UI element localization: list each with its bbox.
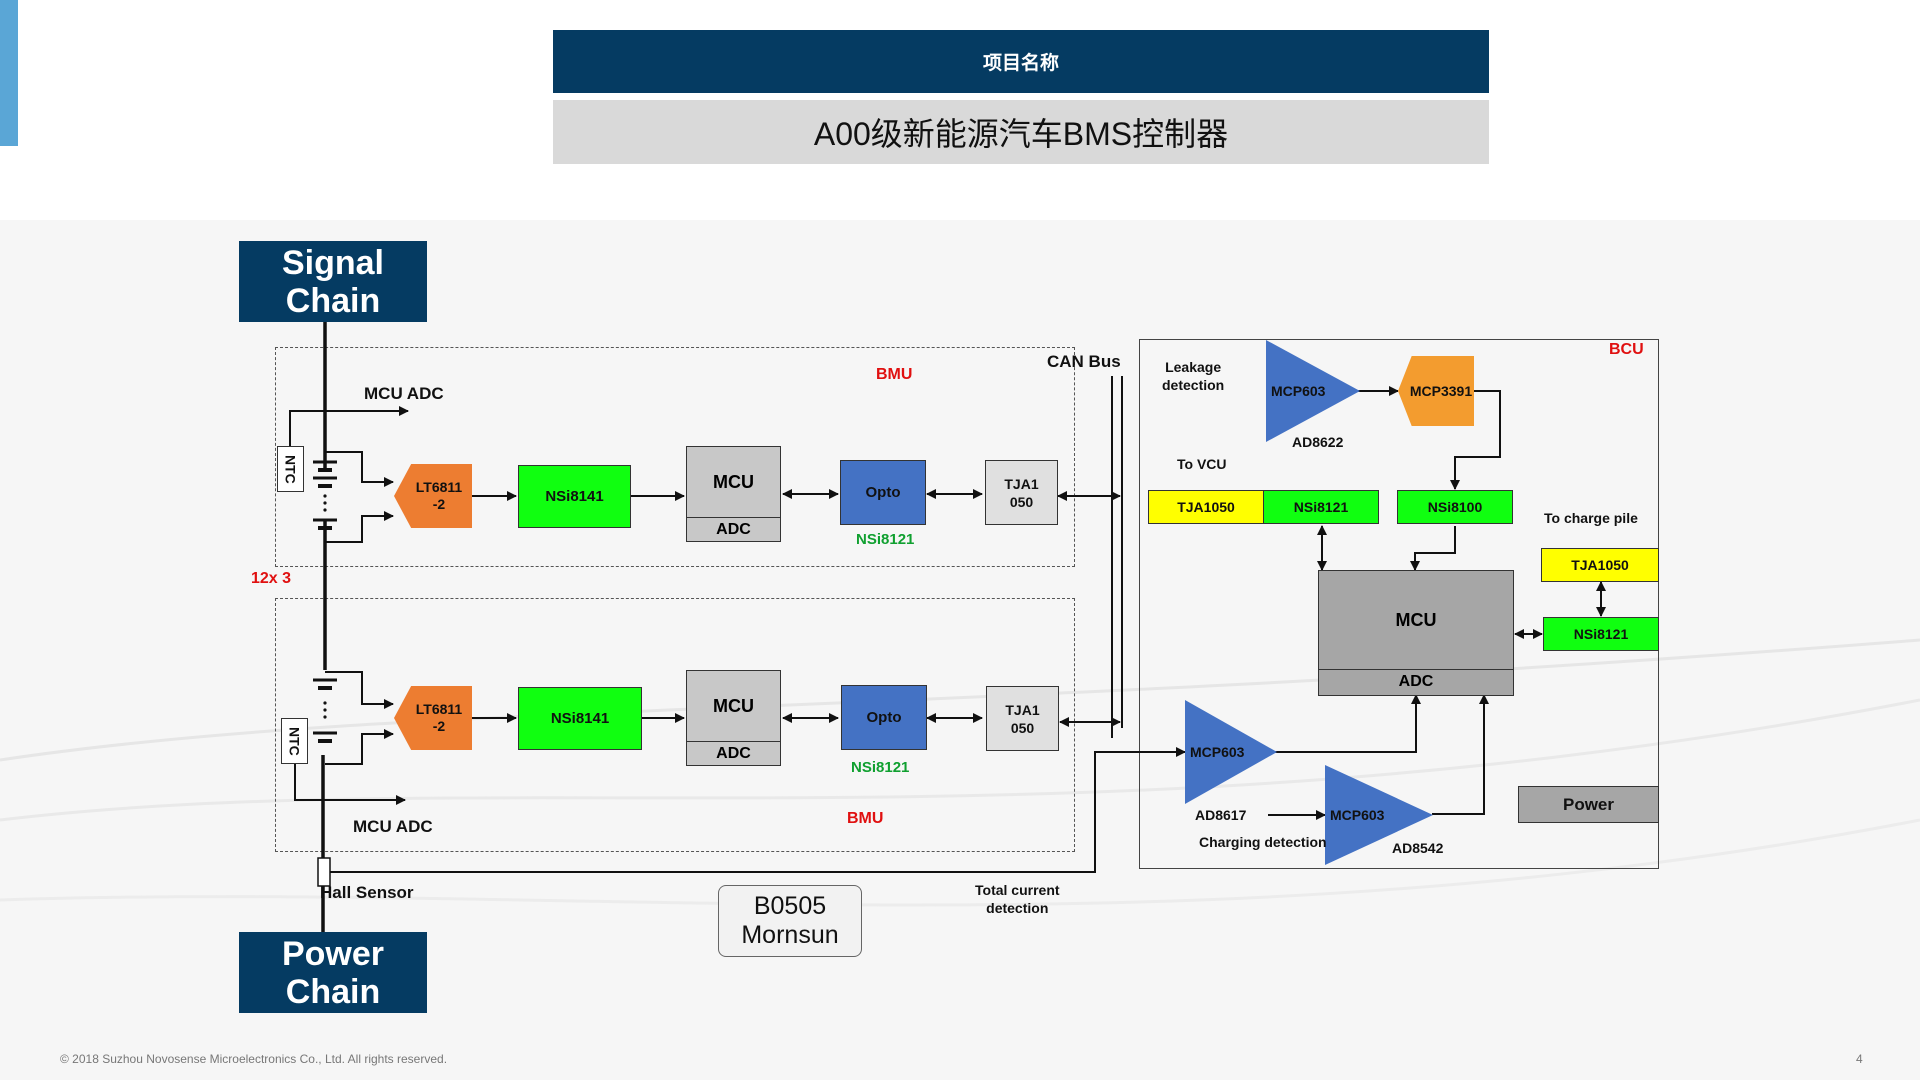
- bmu-label-bottom: BMU: [847, 810, 884, 827]
- afe-bottom-line2: -2: [432, 718, 446, 734]
- page-number: 4: [1856, 1052, 1863, 1066]
- can-top-line1: TJA1: [1004, 475, 1039, 492]
- opamp-current-label: MCP603: [1190, 744, 1245, 760]
- can-top-line2: 050: [1009, 493, 1034, 510]
- isolator-nsi8141-bottom: NSi8141: [518, 687, 642, 750]
- bmu-group-top: [275, 347, 1075, 567]
- dcdc-line1: B0505: [753, 892, 827, 920]
- slide-accent-bar: [0, 0, 18, 146]
- opto-top: Opto: [840, 460, 926, 525]
- bmu-mcu-top: MCU ADC: [686, 446, 781, 542]
- isolator-nsi8141-top: NSi8141: [518, 465, 631, 528]
- bcu-adc-label: ADC: [1319, 669, 1513, 694]
- ntc-label-top: NTC: [282, 454, 299, 484]
- leakage-line2: detection: [1162, 377, 1225, 393]
- opamp-charge-label: MCP603: [1330, 807, 1385, 823]
- bmu-mcu-top-label: MCU: [713, 471, 754, 492]
- project-label-bar: 项目名称: [553, 30, 1489, 93]
- total-current-label: Total current detection: [975, 881, 1060, 917]
- bmu-mcu-bottom: MCU ADC: [686, 670, 781, 766]
- copyright-footer: © 2018 Suzhou Novosense Microelectronics…: [60, 1052, 448, 1066]
- dcdc-line2: Mornsun: [741, 921, 839, 949]
- bmu-adc-bottom-label: ADC: [687, 741, 780, 766]
- total-current-line1: Total current: [975, 882, 1060, 898]
- opamp-leakage-part: AD8622: [1292, 434, 1344, 450]
- nsi8121-pile: NSi8121: [1543, 617, 1659, 651]
- can-bottom-line2: 050: [1010, 719, 1035, 736]
- bmu-label-top: BMU: [876, 366, 913, 383]
- afe-top-line2: -2: [432, 496, 446, 512]
- afe-bottom-line1: LT6811: [415, 701, 463, 717]
- opamp-current-part: AD8617: [1195, 807, 1247, 823]
- afe-lt6811-bottom: LT6811-2: [394, 686, 472, 750]
- power-chain-line2: Chain: [285, 972, 381, 1011]
- total-current-line2: detection: [986, 900, 1049, 916]
- nsi8100: NSi8100: [1397, 490, 1513, 524]
- bcu-mcu-label: MCU: [1395, 609, 1437, 630]
- ntc-sensor-bottom: NTC: [281, 718, 308, 764]
- power-chain-line1: Power: [281, 934, 385, 973]
- mcp3391-label: MCP3391: [1409, 383, 1473, 399]
- opto-part-bottom: NSi8121: [851, 759, 910, 776]
- opto-bottom: Opto: [841, 685, 927, 750]
- cell-stack-label: 12x 3: [251, 570, 292, 587]
- can-bottom-line1: TJA1: [1005, 701, 1040, 718]
- opto-part-top: NSi8121: [856, 531, 915, 548]
- tja1050-vcu: TJA1050: [1148, 490, 1264, 524]
- to-vcu-label: To VCU: [1177, 456, 1227, 472]
- bcu-group: [1139, 339, 1659, 869]
- adc-mcp3391: MCP3391: [1398, 356, 1474, 426]
- bcu-label: BCU: [1609, 341, 1644, 358]
- opamp-charge-part: AD8542: [1392, 840, 1444, 856]
- tja1050-pile: TJA1050: [1541, 548, 1659, 582]
- bmu-mcu-bottom-label: MCU: [713, 695, 754, 716]
- bcu-power: Power: [1518, 786, 1659, 823]
- can-bus-label: CAN Bus: [1047, 352, 1121, 371]
- bcu-mcu: MCU ADC: [1318, 570, 1514, 696]
- ntc-sensor-top: NTC: [277, 446, 304, 492]
- ntc-label-bottom: NTC: [286, 726, 303, 756]
- signal-chain-line2: Chain: [285, 281, 381, 320]
- nsi8121-vcu: NSi8121: [1263, 490, 1379, 524]
- signal-chain-line1: Signal: [281, 243, 385, 282]
- bmu-adc-top-label: ADC: [687, 517, 780, 542]
- leakage-detection-label: Leakage detection: [1162, 358, 1224, 394]
- to-charge-pile-label: To charge pile: [1544, 510, 1638, 526]
- project-name-bar: A00级新能源汽车BMS控制器: [553, 100, 1489, 164]
- opamp-leakage-label: MCP603: [1271, 383, 1326, 399]
- afe-top-line1: LT6811: [415, 479, 463, 495]
- hall-sensor-label: Hall Sensor: [320, 883, 414, 902]
- afe-lt6811-top: LT6811-2: [394, 464, 472, 528]
- mcu-adc-label-bottom: MCU ADC: [353, 817, 433, 836]
- mcu-adc-label-top: MCU ADC: [364, 384, 444, 403]
- leakage-line1: Leakage: [1165, 359, 1222, 375]
- charging-detection-label: Charging detection: [1199, 834, 1327, 850]
